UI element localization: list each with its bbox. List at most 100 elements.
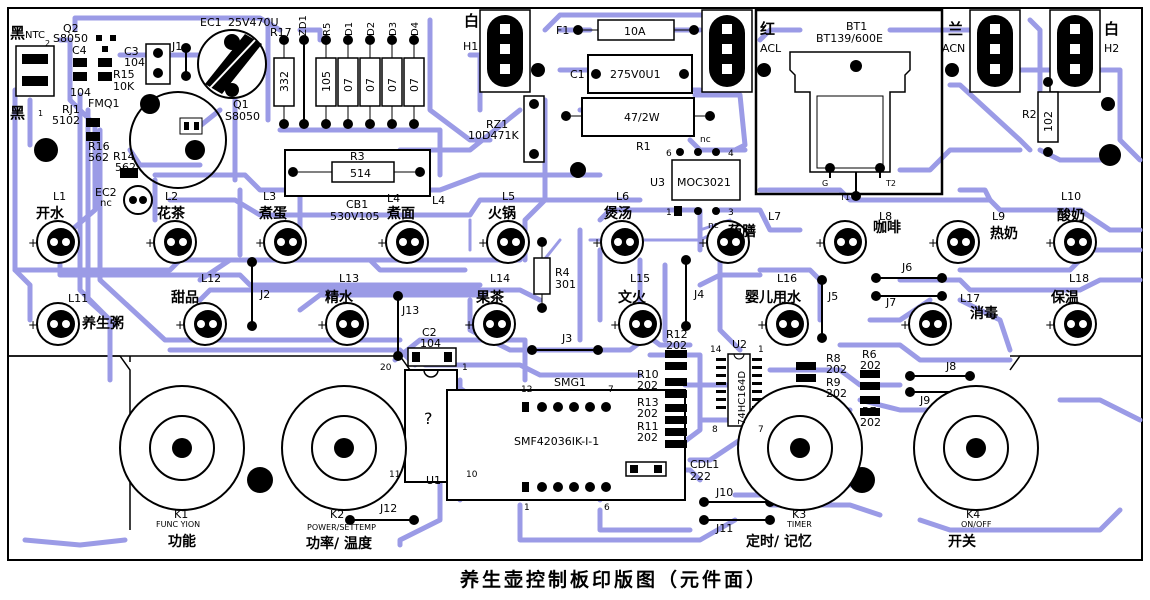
led-plus-sign: + <box>928 236 938 250</box>
label-c1-val: 275V0U1 <box>610 68 661 81</box>
label-h1: H1 <box>463 40 478 53</box>
label-ntc-pin1: 1 <box>38 109 43 118</box>
label-d4-val: 07 <box>408 78 421 92</box>
varistor-rz1 <box>523 95 545 163</box>
label-d2-val: 07 <box>364 78 377 92</box>
connector-acn <box>969 9 1021 93</box>
key-k1[interactable] <box>119 385 245 511</box>
led-plus-sign: + <box>464 318 474 332</box>
label-r12: R12 <box>666 328 688 341</box>
label-r10: R10 <box>637 368 659 381</box>
capacitor-cb1 <box>284 149 431 197</box>
label-ec2-nc: nc <box>100 198 112 209</box>
led-id-label: L15 <box>630 272 650 285</box>
capacitor-ec1 <box>197 29 267 99</box>
led-id-label: L7 <box>768 210 781 223</box>
label-q2-type: S8050 <box>53 32 88 45</box>
key-k4[interactable] <box>913 385 1039 511</box>
label-j11: J11 <box>715 522 733 535</box>
label-cb1: CB1 <box>346 198 368 211</box>
label-l4: L4 <box>432 194 445 207</box>
label-j6: J6 <box>901 261 912 274</box>
smd-parts-top-left <box>73 35 191 178</box>
label-r14: R14 <box>113 150 135 163</box>
led-plus-sign: + <box>255 236 265 250</box>
label-k2-name: 功率/ 温度 <box>306 535 373 552</box>
led-id-label: L2 <box>165 190 178 203</box>
shift-register-u2 <box>716 353 762 427</box>
led-id-label: L8 <box>879 210 892 223</box>
connector-ntc <box>15 45 55 97</box>
label-r12-val: 202 <box>666 339 687 352</box>
label-d2: D2 <box>366 22 377 36</box>
led-l15: + L15 文火 <box>610 272 662 346</box>
label-u2-p14: 14 <box>710 345 722 355</box>
label-bt-t1: T1 <box>839 193 850 202</box>
led-function-label: 果茶 <box>475 289 505 306</box>
label-k2-sub: POWER/SETTEMP <box>307 523 376 532</box>
label-d1: D1 <box>344 22 355 36</box>
label-rz1-val: 10D471K <box>468 129 519 142</box>
key-k2[interactable] <box>281 385 407 511</box>
led-id-label: L6 <box>616 190 629 203</box>
label-k1-sub: FUNC YION <box>156 520 200 529</box>
label-q1: Q1 <box>233 98 249 111</box>
label-j5: J5 <box>827 290 838 303</box>
label-ec2: EC2 <box>95 186 117 199</box>
jumpers <box>247 255 975 525</box>
label-u3-nc-top: nc <box>700 135 711 145</box>
label-bt1-type: BT139/600E <box>816 32 883 45</box>
label-smg-p6: 6 <box>604 503 610 513</box>
labels: 黑 黑 NTC 2 1 Q2 S8050 C4 104 R15 10K C3 1… <box>10 12 1119 552</box>
label-j7: J7 <box>885 296 896 309</box>
label-k3-name: 定时/ 记忆 <box>746 533 812 550</box>
smd-resistors-display <box>665 350 687 448</box>
label-u1: U1 <box>426 474 441 487</box>
label-blue: 兰 <box>948 20 963 38</box>
label-u3-type: MOC3021 <box>677 176 731 189</box>
label-u3-nc-bot: nc <box>708 221 719 231</box>
label-r5: R5 <box>322 23 333 36</box>
led-id-label: L9 <box>992 210 1005 223</box>
label-u3-p3: 3 <box>728 208 734 218</box>
led-id-label: L3 <box>263 190 276 203</box>
led-plus-sign: + <box>478 236 488 250</box>
label-c2-val: 104 <box>420 337 441 350</box>
label-white-h1: 白 <box>464 12 479 30</box>
label-u3-p6: 6 <box>666 149 672 159</box>
resistor-r2 <box>1037 77 1059 157</box>
label-k3-sub: TIMER <box>786 520 812 529</box>
led-plus-sign: + <box>610 318 620 332</box>
label-d3: D3 <box>388 22 399 36</box>
led-id-label: L17 <box>960 292 980 305</box>
label-u1-p10: 10 <box>466 470 478 480</box>
led-plus-sign: + <box>317 318 327 332</box>
led-function-label: 文火 <box>618 289 647 306</box>
led-plus-sign: + <box>900 318 910 332</box>
label-bt-g: G <box>822 179 828 188</box>
led-id-label: L18 <box>1069 272 1089 285</box>
label-rj1-val: 5102 <box>52 114 80 127</box>
label-ec1: EC1 <box>200 16 222 29</box>
label-k4-name: 开关 <box>948 533 976 550</box>
connector-acl <box>701 9 753 93</box>
led-plus-sign: + <box>1045 236 1055 250</box>
label-r6: R6 <box>862 348 877 361</box>
label-red: 红 <box>760 20 775 38</box>
key-k3[interactable] <box>737 385 863 511</box>
label-r16: R16 <box>88 140 110 153</box>
optocoupler-u3 <box>671 148 741 216</box>
led-id-label: L4 <box>387 192 400 205</box>
label-c4-val: 104 <box>70 86 91 99</box>
label-u1-q: ? <box>424 409 433 428</box>
label-bt1: BT1 <box>846 20 867 33</box>
